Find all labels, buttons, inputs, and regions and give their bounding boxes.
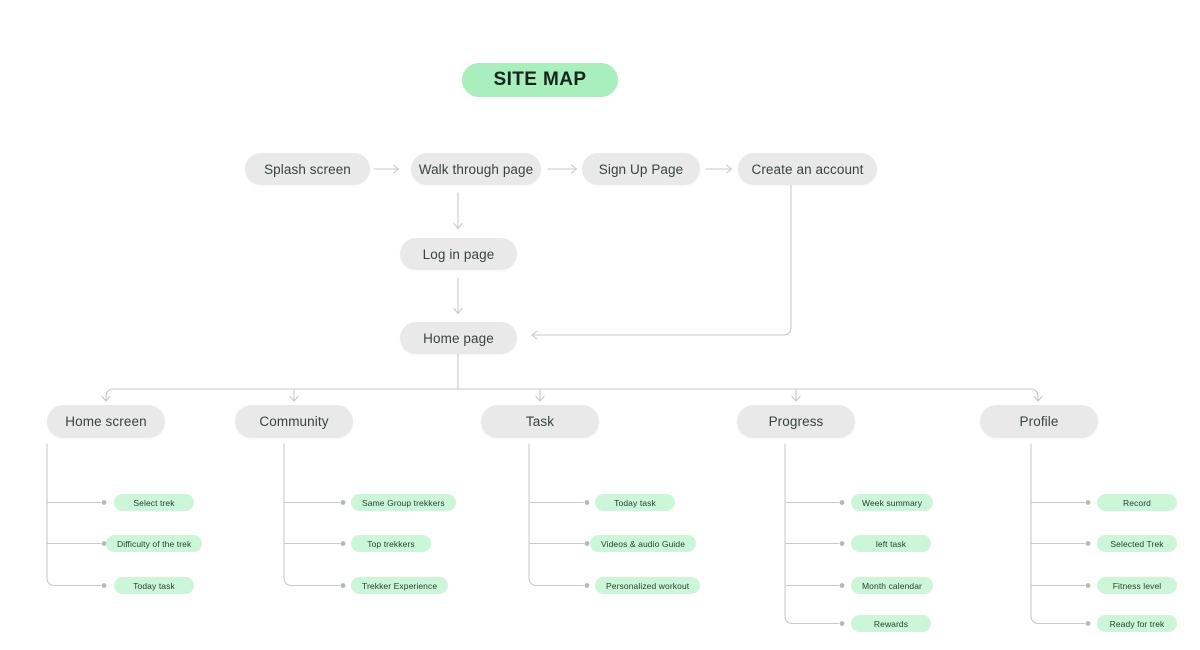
tree-task — [528, 443, 585, 587]
node-sign-up-page: Sign Up Page — [582, 153, 700, 185]
tree-profile — [1030, 443, 1086, 625]
leaf-videos-audio-guide: Videos & audio Guide — [590, 535, 697, 552]
arrow-login-to-home — [453, 277, 463, 315]
leaf-selected-trek: Selected Trek — [1097, 535, 1177, 552]
tree-home-screen — [46, 443, 102, 587]
branch-dot — [1085, 583, 1091, 588]
arrow-bus-to-progress — [791, 388, 801, 402]
node-home-page: Home page — [400, 322, 517, 354]
branch-dot — [1085, 541, 1091, 546]
node-walk-through-page: Walk through page — [411, 153, 541, 185]
section-progress: Progress — [737, 405, 855, 438]
leaf-same-group-trekkers: Same Group trekkers — [351, 494, 456, 511]
section-label: Community — [259, 414, 329, 429]
section-community: Community — [235, 405, 353, 438]
distribution-bus — [105, 388, 1039, 401]
leaf-month-calendar: Month calendar — [851, 577, 933, 594]
sitemap-title-badge: SITE MAP — [462, 63, 618, 97]
leaf-personalized-workout: Personalized workout — [595, 577, 701, 594]
branch-dot — [584, 583, 590, 588]
arrow-signup-to-create — [705, 164, 733, 174]
branch-dot — [101, 541, 107, 546]
section-label: Home screen — [65, 414, 147, 429]
branch-dot — [1085, 500, 1091, 505]
node-label: Walk through page — [418, 161, 534, 177]
sitemap-title: SITE MAP — [493, 69, 587, 90]
leaf-select-trek: Select trek — [114, 494, 194, 511]
arrow-bus-to-task — [535, 388, 545, 402]
branch-dot — [584, 541, 590, 546]
branch-dot — [584, 500, 590, 505]
branch-dot — [340, 583, 346, 588]
leaf-week-summary: Week summary — [851, 494, 934, 511]
branch-dot — [839, 583, 845, 588]
section-label: Task — [525, 414, 555, 429]
leaf-rewards: Rewards — [851, 615, 931, 632]
section-profile: Profile — [980, 405, 1098, 438]
arrow-bus-to-homescreen — [101, 395, 111, 402]
branch-dot — [839, 621, 845, 626]
node-label: Sign Up Page — [598, 161, 684, 177]
branch-dot — [340, 500, 346, 505]
branch-dot — [1085, 621, 1091, 626]
leaf-top-trekkers: Top trekkers — [351, 535, 431, 552]
arrow-bus-to-community — [289, 388, 299, 402]
leaf-today-task-2: Today task — [595, 494, 675, 511]
section-task: Task — [481, 405, 599, 438]
arrow-walkthrough-to-signup — [547, 164, 578, 174]
node-splash-screen: Splash screen — [245, 153, 370, 185]
leaf-today-task: Today task — [114, 577, 194, 594]
branch-dot — [839, 500, 845, 505]
node-label: Splash screen — [264, 161, 351, 177]
leaf-ready-for-trek: Ready for trek — [1097, 615, 1177, 632]
arrow-bus-to-profile — [1033, 395, 1043, 402]
leaf-difficulty-of-the-trek: Difficulty of the trek — [106, 535, 203, 552]
branch-dot — [839, 541, 845, 546]
tree-community — [283, 443, 341, 587]
node-label: Log in page — [422, 246, 495, 262]
connector-create-to-home — [531, 184, 792, 340]
leaf-left-task: left task — [851, 535, 931, 552]
node-label: Home page — [423, 330, 494, 346]
arrow-splash-to-walkthrough — [373, 164, 400, 174]
node-label: Create an account — [751, 161, 864, 177]
leaf-fitness-level: Fitness level — [1097, 577, 1177, 594]
branch-dot — [340, 541, 346, 546]
branch-dot — [101, 500, 107, 505]
arrow-walkthrough-to-login — [453, 192, 463, 230]
section-label: Progress — [768, 414, 824, 429]
leaf-record: Record — [1097, 494, 1177, 511]
section-home-screen: Home screen — [47, 405, 165, 438]
leaf-trekker-experience: Trekker Experience — [351, 577, 449, 594]
node-log-in-page: Log in page — [400, 238, 517, 270]
tree-progress — [784, 443, 840, 625]
node-create-an-account: Create an account — [738, 153, 877, 185]
section-label: Profile — [1019, 414, 1059, 429]
branch-dot — [101, 583, 107, 588]
